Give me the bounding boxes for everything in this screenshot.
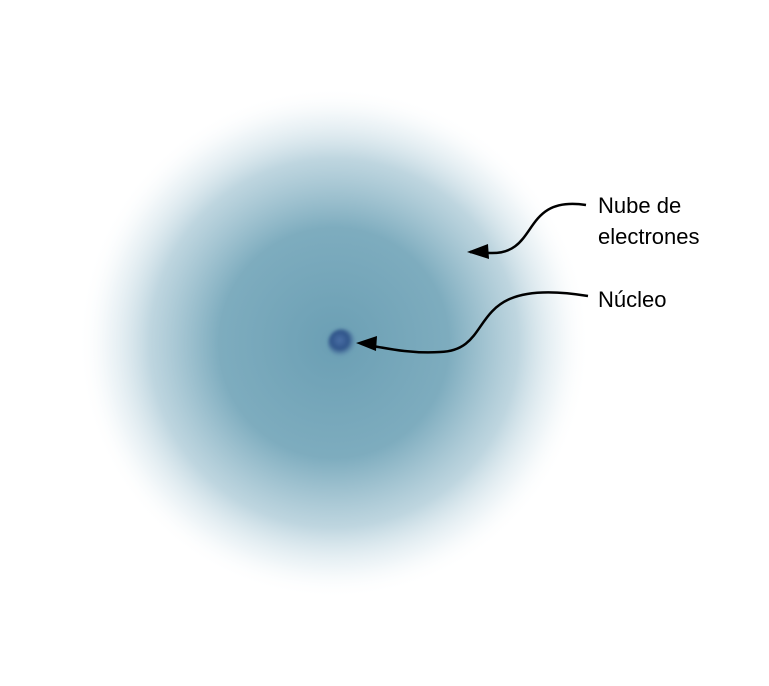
nucleus-label: Núcleo <box>598 287 666 312</box>
cloud-arrowhead <box>467 244 489 259</box>
nucleus-arrow <box>361 291 589 354</box>
nucleus-arrowhead <box>356 336 377 351</box>
cloud-label-line-2: electrones <box>598 224 700 249</box>
nucleus <box>328 329 356 357</box>
cloud-label: Nube de electrones <box>598 193 700 249</box>
cloud-label-line-1: Nube de <box>598 193 681 218</box>
cloud-arrow <box>469 202 587 255</box>
